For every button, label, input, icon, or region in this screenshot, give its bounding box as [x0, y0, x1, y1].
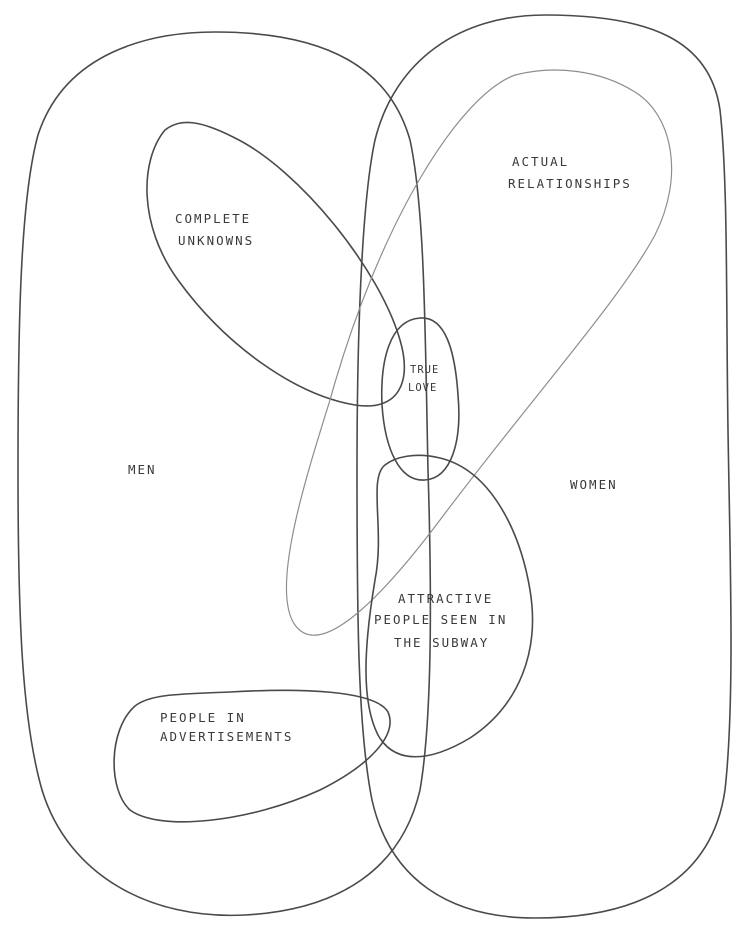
women-set-outline: [356, 14, 732, 919]
actual-relationships-label-line-1: ACTUAL: [512, 154, 569, 169]
complete-unknowns-label-line-2: UNKNOWNS: [178, 233, 254, 248]
actual-relationships-set-outline: [285, 69, 673, 636]
people-in-advertisements-label-line-1: PEOPLE IN: [160, 710, 246, 725]
true-love-label-line-2: LOVE: [408, 382, 437, 394]
men-label: MEN: [128, 462, 157, 477]
men-set-outline: [17, 31, 432, 917]
women-label: WOMEN: [570, 477, 618, 492]
true-love-label-line-1: TRUE: [410, 364, 439, 376]
actual-relationships-label-line-2: RELATIONSHIPS: [508, 176, 632, 191]
attractive-people-label-line-2: PEOPLE SEEN IN: [374, 612, 507, 627]
true-love-set-outline: [380, 317, 460, 481]
complete-unknowns-label-line-1: COMPLETE: [175, 211, 251, 226]
attractive-people-label-line-3: THE SUBWAY: [394, 635, 489, 650]
complete-unknowns-set-outline: [146, 121, 406, 407]
attractive-people-label-line-1: ATTRACTIVE: [398, 591, 493, 606]
people-in-advertisements-label-line-2: ADVERTISEMENTS: [160, 729, 293, 744]
people-in-advertisements-set-outline: [113, 689, 391, 823]
attractive-people-set-outline: [365, 454, 534, 758]
